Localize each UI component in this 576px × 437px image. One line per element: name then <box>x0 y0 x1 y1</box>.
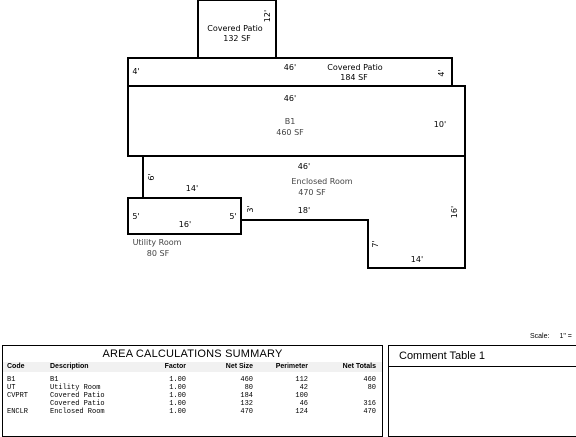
table-row: B1 B1 1.00 460 112 460 <box>3 376 382 384</box>
row-description: Covered Patio <box>50 400 105 408</box>
enclosed-room-dim-right: 16' <box>450 206 459 218</box>
enclosed-room-dim-bottom: 14' <box>411 255 423 264</box>
utility-room-area: 80 SF <box>147 249 170 258</box>
header-code: Code <box>7 363 25 370</box>
row-factor: 1.00 <box>169 376 186 384</box>
enclosed-room-name: Enclosed Room <box>291 177 352 186</box>
row-perimeter: 46 <box>299 400 308 408</box>
header-net-size: Net Size <box>225 363 253 370</box>
row-net-size: 184 <box>240 392 253 400</box>
row-perimeter: 112 <box>295 376 308 384</box>
comment-table: Comment Table 1 <box>388 345 576 437</box>
enclosed-room-dim-7: 7' <box>371 240 380 247</box>
utility-room-name: Utility Room <box>133 238 182 247</box>
scale-indicator: Scale: 1" = <box>530 333 572 340</box>
row-net-size: 470 <box>240 408 253 416</box>
row-description: Utility Room <box>50 384 101 392</box>
table-row: Covered Patio 1.00 132 46 316 <box>3 400 382 408</box>
covered-patio-wide-name: Covered Patio <box>327 63 383 72</box>
enclosed-room-dim-top: 46' <box>298 162 310 171</box>
row-net-size: 80 <box>244 384 253 392</box>
scale-value: 1" = <box>559 333 572 340</box>
covered-patio-wide-dim-top: 46' <box>284 63 296 72</box>
b1-outline <box>127 85 466 157</box>
b1-dim-top: 46' <box>284 94 296 103</box>
row-description: B1 <box>50 376 59 384</box>
row-code: ENCLR <box>7 408 29 416</box>
covered-patio-wide-dim-left: 4' <box>132 67 139 76</box>
enclosed-room-dim-inner-14: 14' <box>186 184 198 193</box>
row-perimeter: 42 <box>299 384 308 392</box>
row-description: Covered Patio <box>50 392 105 400</box>
table-row: ENCLR Enclosed Room 1.00 470 124 470 <box>3 408 382 416</box>
row-net-total: 470 <box>363 408 376 416</box>
enclosed-room-area: 470 SF <box>298 188 326 197</box>
row-net-size: 460 <box>240 376 253 384</box>
covered-patio-wide-area: 184 SF <box>340 73 368 82</box>
header-net-totals: Net Totals <box>342 363 376 370</box>
table-row: CVPRT Covered Patio 1.00 184 100 <box>3 392 382 400</box>
scale-label: Scale: <box>530 333 550 340</box>
enclosed-room-dim-3: 3' <box>246 205 255 212</box>
floor-plan-sketch: Covered Patio 132 SF 12' Covered Patio 1… <box>127 0 466 269</box>
utility-room-dim-left: 5' <box>132 212 139 221</box>
row-net-total: 316 <box>363 400 376 408</box>
b1-dim-right: 10' <box>434 120 446 129</box>
row-perimeter: 124 <box>295 408 308 416</box>
b1-name: B1 <box>285 117 296 126</box>
comment-table-title: Comment Table 1 <box>389 346 576 367</box>
covered-patio-top-dim-side: 12' <box>263 10 272 22</box>
table-row: UT Utility Room 1.00 80 42 80 <box>3 384 382 392</box>
row-factor: 1.00 <box>169 384 186 392</box>
row-perimeter: 100 <box>295 392 308 400</box>
summary-rows: B1 B1 1.00 460 112 460 UT Utility Room 1… <box>3 372 382 416</box>
header-perimeter: Perimeter <box>275 363 308 370</box>
row-net-size: 132 <box>240 400 253 408</box>
covered-patio-wide-dim-right: 4' <box>437 69 446 76</box>
row-code: UT <box>7 384 16 392</box>
covered-patio-top-area: 132 SF <box>223 34 251 43</box>
summary-title: AREA CALCULATIONS SUMMARY <box>102 348 283 360</box>
summary-header-row: Code Description Factor Net Size Perimet… <box>3 362 382 372</box>
row-description: Enclosed Room <box>50 408 105 416</box>
utility-room-outline <box>127 197 242 235</box>
row-code: CVPRT <box>7 392 29 400</box>
b1-area: 460 SF <box>276 128 304 137</box>
row-factor: 1.00 <box>169 408 186 416</box>
row-net-total: 80 <box>367 384 376 392</box>
utility-room-dim-bottom: 16' <box>179 220 191 229</box>
enclosed-room-dim-left: 6' <box>147 173 156 180</box>
covered-patio-top-name: Covered Patio <box>207 24 263 33</box>
row-net-total: 460 <box>363 376 376 384</box>
header-description: Description <box>50 363 89 370</box>
utility-room-dim-right: 5' <box>229 212 236 221</box>
row-factor: 1.00 <box>169 400 186 408</box>
row-factor: 1.00 <box>169 392 186 400</box>
enclosed-room-dim-18: 18' <box>298 206 310 215</box>
row-code: B1 <box>7 376 16 384</box>
area-calculations-summary: AREA CALCULATIONS SUMMARY Code Descripti… <box>2 345 383 437</box>
header-factor: Factor <box>164 363 186 370</box>
